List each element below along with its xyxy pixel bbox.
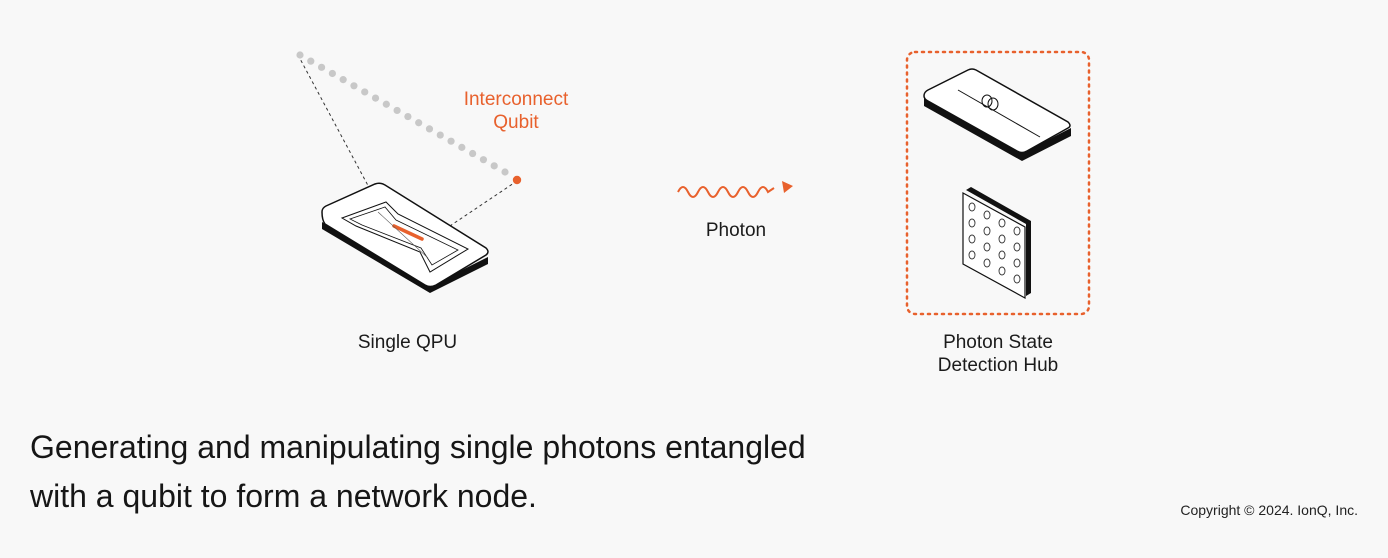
ion-dot	[425, 125, 434, 133]
single-qpu-label: Single QPU	[357, 332, 458, 353]
detector-hole	[1013, 258, 1021, 268]
photon-wave-icon	[677, 181, 793, 198]
ion-dot	[469, 149, 477, 158]
ion-dot	[371, 94, 380, 102]
ion-dot	[415, 119, 423, 127]
interconnect-label-line2: Qubit	[493, 112, 539, 133]
ion-dot	[447, 137, 455, 145]
interconnect-qubit-dot	[512, 175, 522, 185]
detection-hub-label: Photon State Detection Hub	[920, 331, 1076, 377]
detector-hole	[1013, 242, 1021, 252]
ion-dot	[317, 63, 326, 71]
detector-hole	[998, 218, 1006, 228]
ion-dot	[307, 57, 315, 65]
detector-hole	[968, 218, 976, 228]
ion-dot	[350, 82, 358, 90]
detector-hole	[968, 202, 976, 212]
interconnect-label-line1: Interconnect	[463, 89, 569, 110]
detector-hole	[983, 258, 991, 268]
hub-label-line2: Detection Hub	[937, 355, 1059, 376]
detector-hole	[998, 234, 1006, 244]
ion-dot	[296, 51, 304, 59]
detector-hole	[983, 210, 991, 220]
detector-hole	[968, 250, 976, 260]
detector-hole	[968, 234, 976, 244]
caption-line1: Generating and manipulating single photo…	[30, 429, 806, 465]
ion-dot	[501, 168, 509, 176]
detector-hole	[1013, 274, 1021, 284]
interconnect-qubit-label: Interconnect Qubit	[452, 88, 580, 134]
detector-holes	[968, 202, 1021, 284]
ion-dot	[436, 131, 444, 139]
caption: Generating and manipulating single photo…	[30, 423, 930, 521]
detector-hole	[998, 250, 1006, 260]
ion-dot	[404, 112, 412, 121]
ion-dot	[361, 88, 369, 96]
ion-dot	[339, 76, 347, 84]
ion-dot	[490, 162, 498, 170]
fiber-coupler-plate-icon	[923, 68, 1071, 161]
detector-array-icon	[962, 187, 1031, 300]
detector-hole	[983, 226, 991, 236]
ion-dot	[479, 156, 488, 164]
detector-hole	[998, 266, 1006, 276]
ion-chain-dots	[296, 51, 522, 185]
detector-hole	[1013, 226, 1021, 236]
hub-label-line1: Photon State	[943, 332, 1053, 353]
ion-dot	[458, 143, 466, 151]
caption-line2: with a qubit to form a network node.	[30, 478, 537, 514]
detection-hub-box	[905, 50, 1091, 316]
qpu-chip-icon	[321, 182, 489, 293]
detector-hole	[983, 242, 991, 252]
photon-label: Photon	[705, 220, 767, 241]
ion-dot	[382, 100, 390, 108]
ion-dot	[328, 69, 336, 78]
ion-dot	[393, 106, 401, 115]
copyright: Copyright © 2024. IonQ, Inc.	[1180, 502, 1358, 518]
